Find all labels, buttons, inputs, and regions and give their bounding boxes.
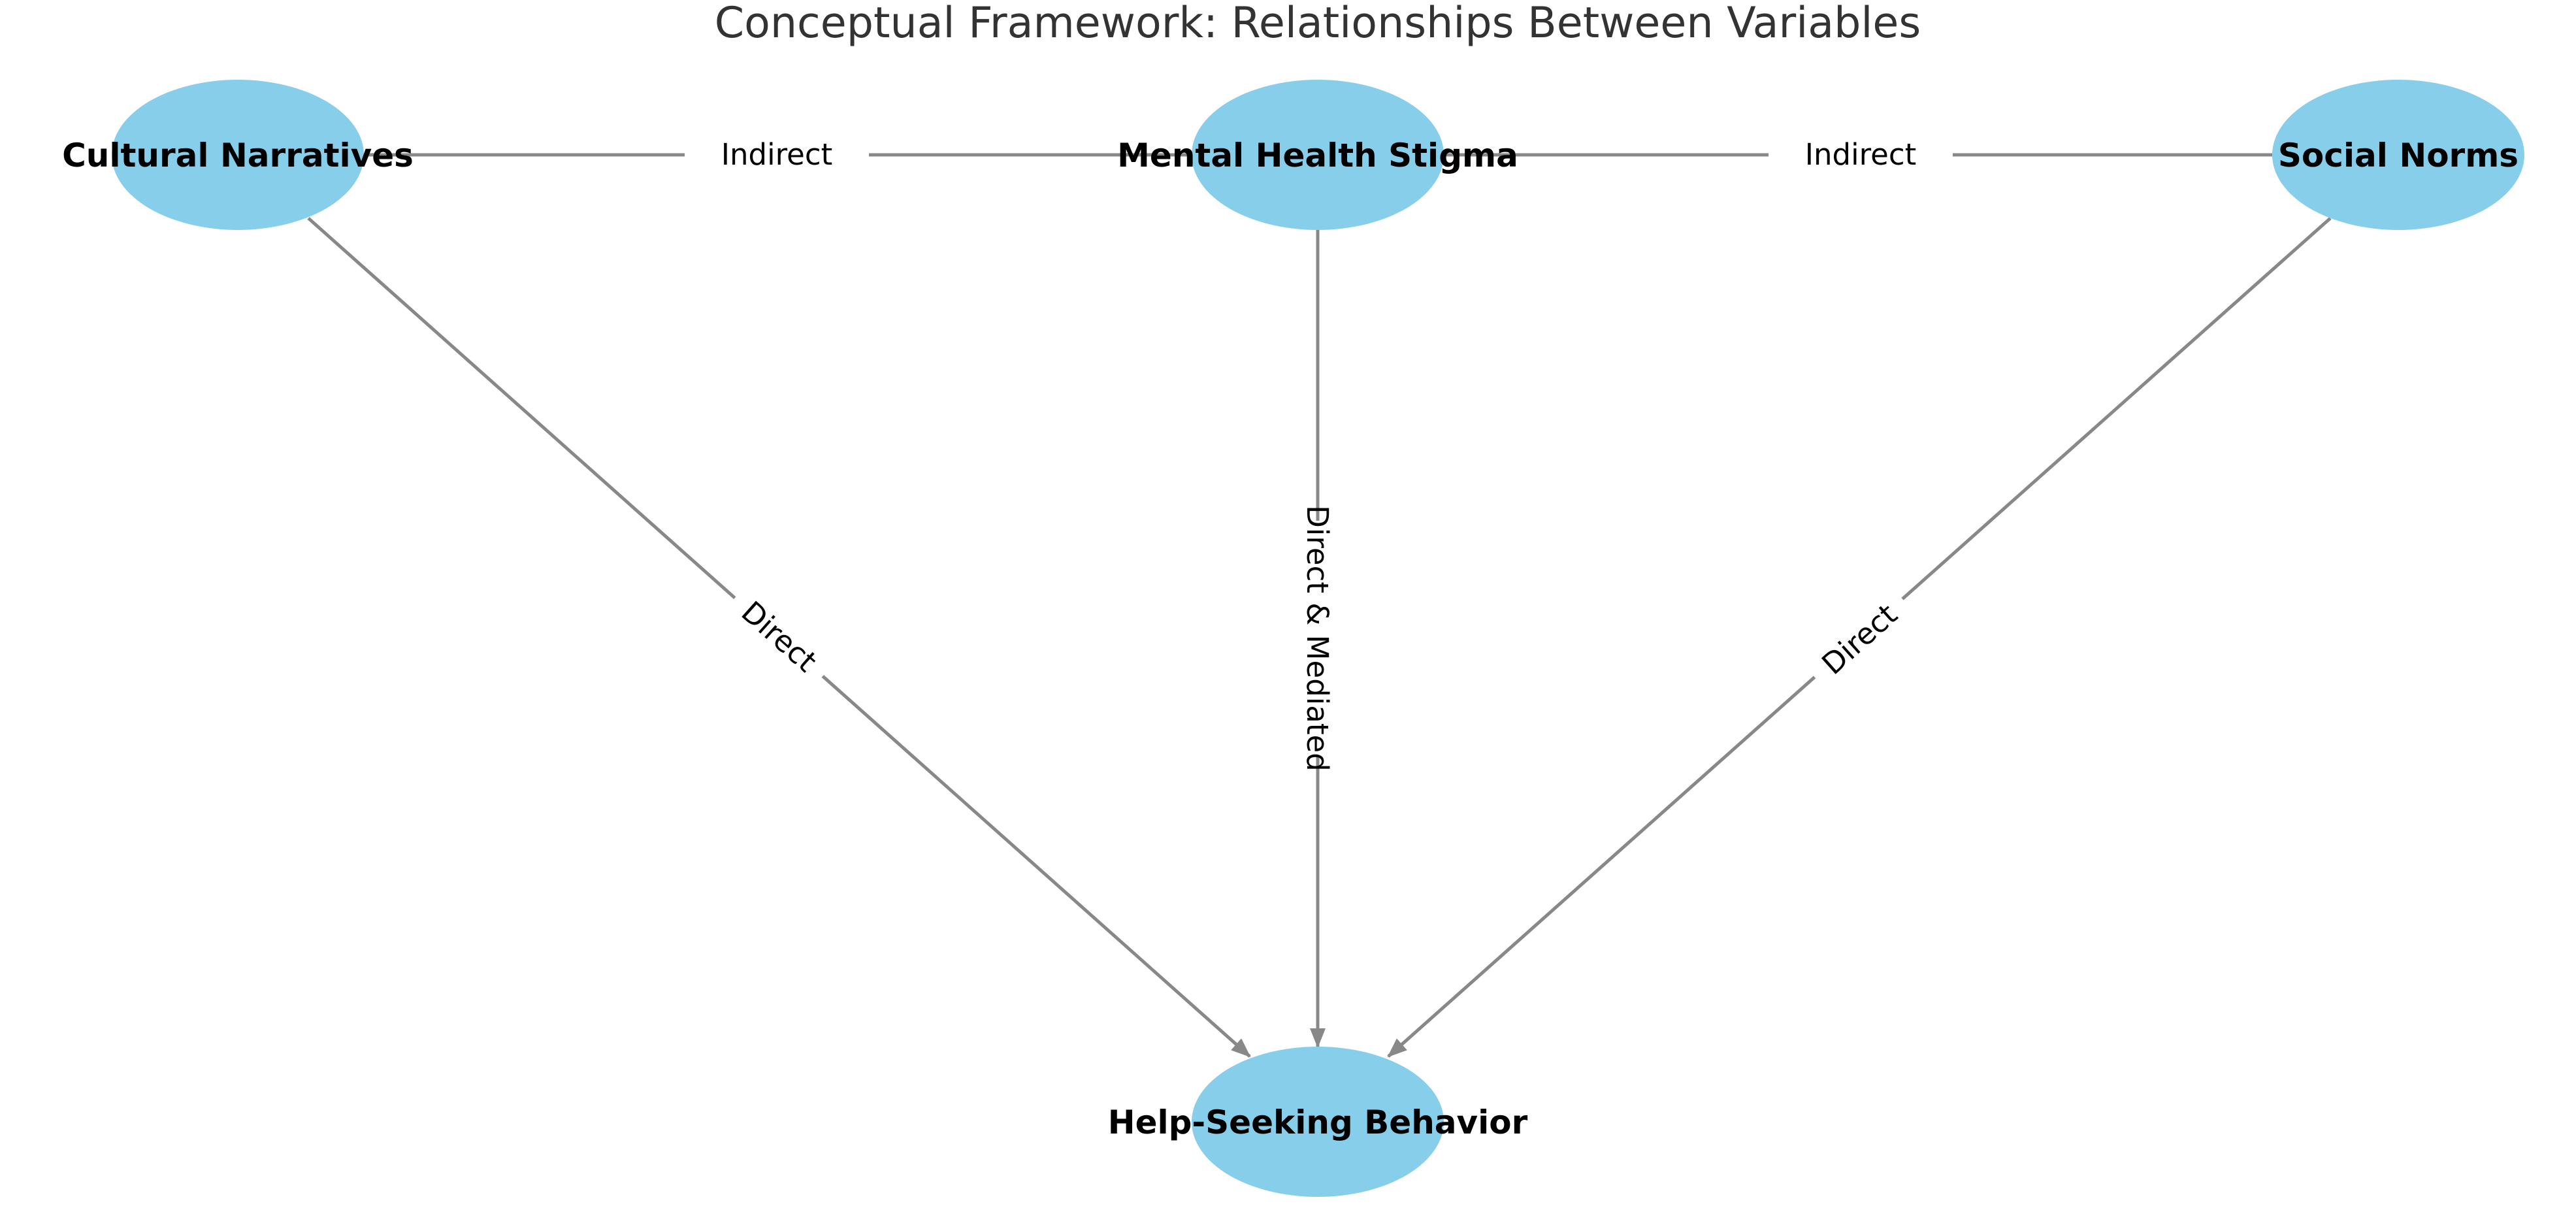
edge-label-text: Indirect [721,137,832,172]
node-label: Social Norms [2278,137,2519,174]
nodes: Cultural Narratives Mental Health Stigma… [62,80,2524,1197]
node-label: Cultural Narratives [62,137,414,174]
node-mental-health-stigma: Mental Health Stigma [1117,80,1518,230]
edge-labels: Indirect Indirect Direct Direct & Mediat… [685,135,1953,772]
node-circle [112,80,364,230]
node-circle [1192,1047,1444,1197]
node-label: Help-Seeking Behavior [1108,1103,1528,1141]
node-help-seeking-behavior: Help-Seeking Behavior [1108,1047,1528,1197]
node-label: Mental Health Stigma [1117,137,1518,174]
edge-label-cultural-stigma: Indirect [685,135,869,174]
node-circle [1192,80,1444,230]
edge-label-cultural-help: Direct [721,581,838,691]
edge-label-text: Direct & Mediated [1300,505,1335,771]
diagram-title: Conceptual Framework: Relationships Betw… [715,0,1921,48]
node-cultural-narratives: Cultural Narratives [62,80,414,230]
edge-label-stigma-help: Direct & Mediated [1297,505,1339,772]
node-social-norms: Social Norms [2272,80,2524,230]
edge-label-norms-help: Direct [1801,584,1917,694]
node-circle [2272,80,2524,230]
edge-label-text: Indirect [1805,137,1916,172]
edge-label-stigma-norms: Indirect [1769,135,1953,174]
